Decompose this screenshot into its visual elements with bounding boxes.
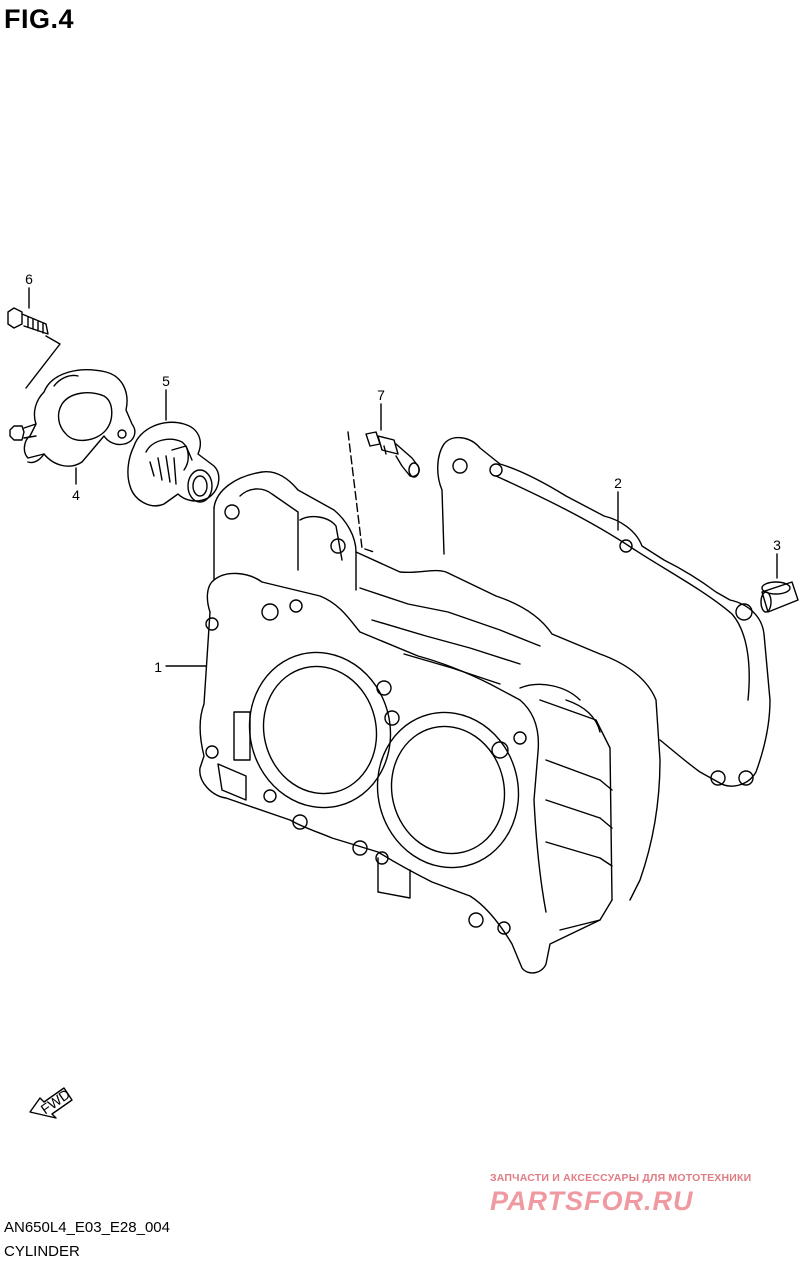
part-cylinder[interactable] <box>199 471 661 974</box>
watermark-logo: PARTSFOR.RU <box>490 1186 694 1216</box>
guide-line-7 <box>347 431 375 553</box>
part-thermostat-cover[interactable] <box>9 369 136 467</box>
figure-title: FIG.4 <box>4 4 75 34</box>
diagram-code: AN650L4_E03_E28_004 <box>4 1219 170 1236</box>
callout-3: 3 <box>773 537 781 553</box>
callout-7: 7 <box>377 387 385 403</box>
part-dowel-pin[interactable] <box>760 581 799 613</box>
callout-1: 1 <box>154 659 162 675</box>
part-cylinder-gasket[interactable] <box>437 437 771 787</box>
callout-6: 6 <box>25 271 33 287</box>
guide-line-6 <box>25 335 61 389</box>
fwd-arrow-icon: FWD <box>29 1086 73 1119</box>
diagram-name: CYLINDER <box>4 1243 80 1260</box>
part-thermostat[interactable] <box>127 421 220 507</box>
callout-2: 2 <box>614 475 622 491</box>
callout-4: 4 <box>72 487 80 503</box>
part-bolt[interactable] <box>7 307 49 335</box>
callout-5: 5 <box>162 373 170 389</box>
watermark-tagline: ЗАПЧАСТИ И АКСЕССУАРЫ ДЛЯ МОТОТЕХНИКИ <box>490 1172 752 1184</box>
part-fitting[interactable] <box>365 431 420 478</box>
